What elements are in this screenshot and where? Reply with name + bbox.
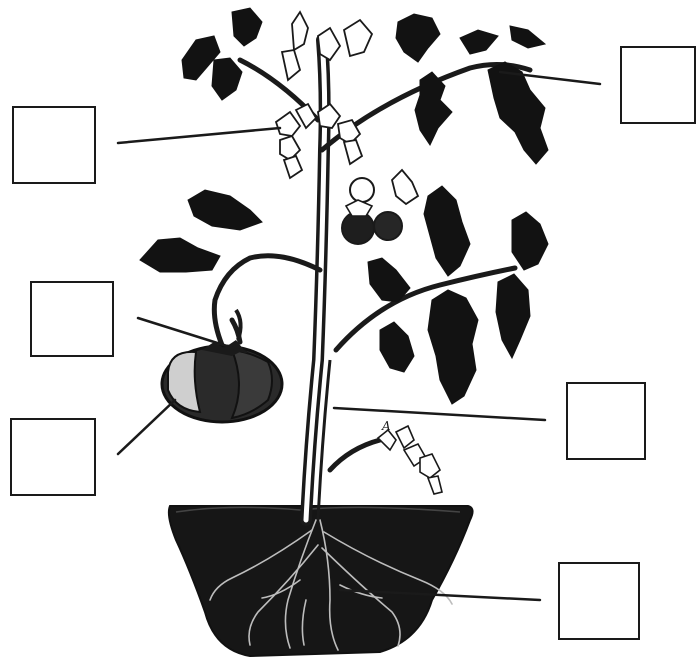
label-box-stem[interactable] <box>566 382 646 460</box>
tomato-fruit <box>162 310 282 422</box>
leaf <box>460 30 498 54</box>
leaf <box>188 190 262 230</box>
leaf <box>496 274 530 358</box>
leaf <box>396 14 440 62</box>
leaf <box>510 26 545 48</box>
flower-buds <box>342 170 418 244</box>
leaf <box>424 186 470 276</box>
leader-line-fruit-stalk <box>138 318 246 352</box>
leaf <box>512 212 548 270</box>
leaf <box>368 258 410 302</box>
lower-flower-branch <box>378 426 442 494</box>
leader-line-stem <box>334 408 545 420</box>
leaf <box>232 8 262 46</box>
leader-line-flower <box>118 128 280 143</box>
label-box-fruit[interactable] <box>10 418 96 496</box>
label-box-flower[interactable] <box>12 106 96 184</box>
leaf <box>428 290 478 404</box>
leaf <box>380 322 414 372</box>
annotation-letter: A <box>381 419 391 433</box>
label-box-fruit-stalk[interactable] <box>30 281 114 357</box>
leaf <box>212 58 242 100</box>
leaf <box>415 72 452 145</box>
label-box-root[interactable] <box>558 562 640 640</box>
leaf <box>140 238 220 272</box>
label-box-leaf[interactable] <box>620 46 696 124</box>
leader-line-fruit <box>118 400 175 454</box>
soil <box>169 506 473 656</box>
